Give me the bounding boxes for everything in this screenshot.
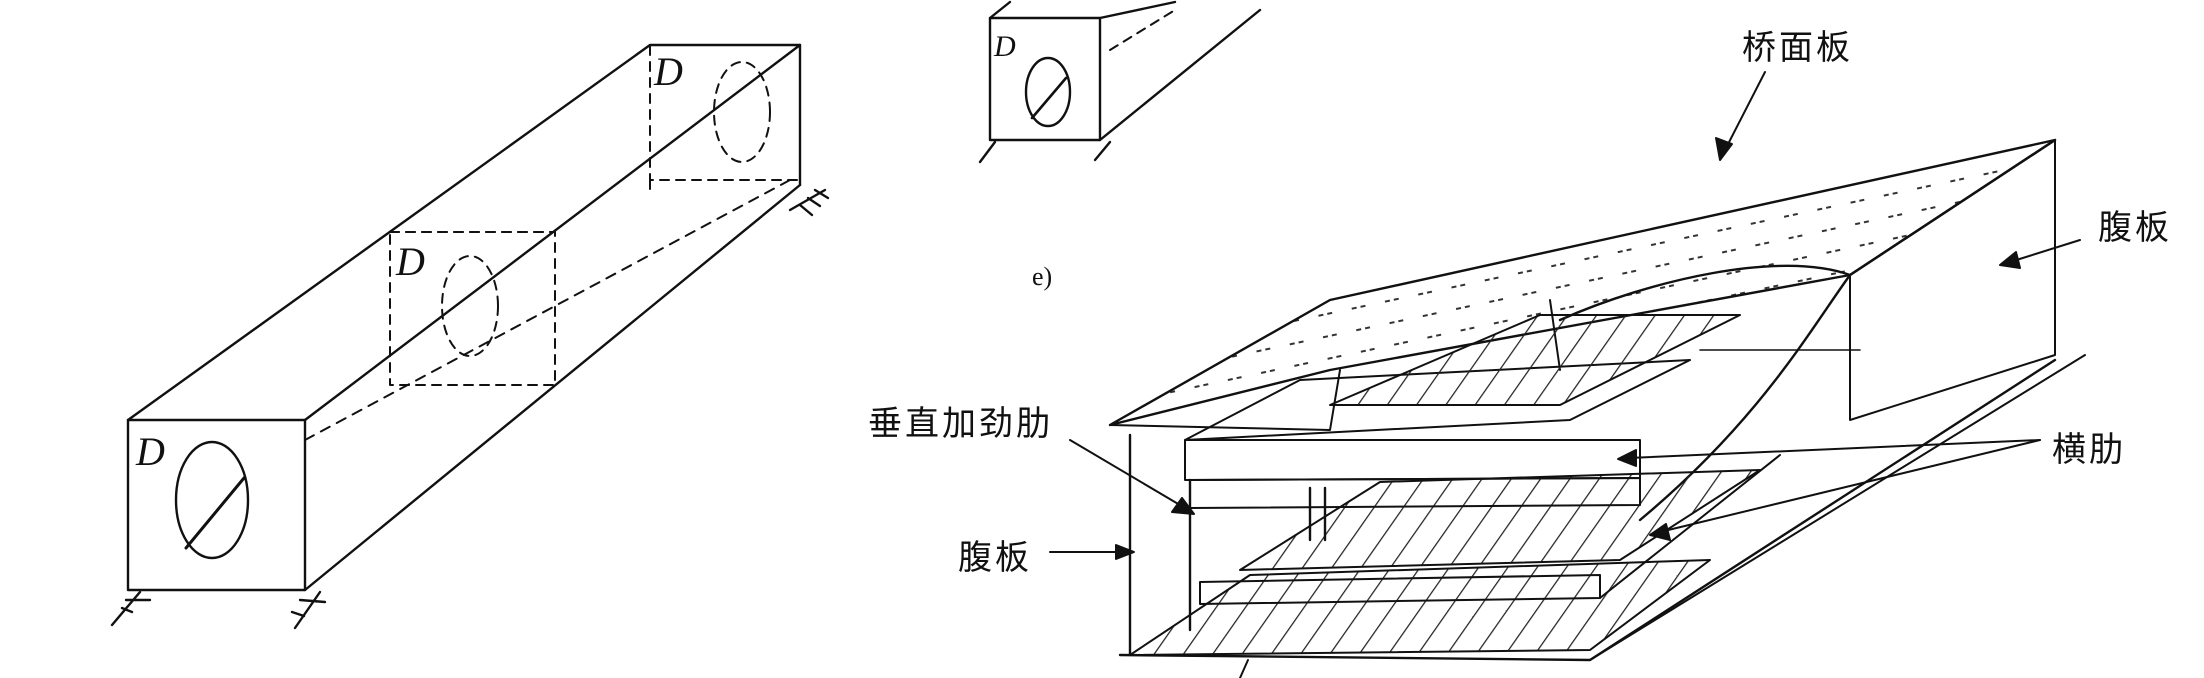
orthotropic-deck-drawing: [1108, 138, 2086, 678]
section-mark-small-box: D: [994, 30, 1016, 63]
subfigure-label: e): [1032, 262, 1053, 291]
support-left: [110, 590, 152, 627]
section-mark-near: D: [136, 429, 165, 474]
section-mark-mid: D: [396, 239, 425, 284]
bottom-ribs: [1129, 559, 1711, 656]
label-cross-rib: 横肋: [2052, 430, 2126, 470]
mid-section: [389, 231, 556, 386]
box-girder-drawing: [110, 43, 830, 630]
label-web-plate-right: 腹板: [2098, 208, 2172, 248]
small-box-drawing: [978, 0, 1262, 164]
upper-ribs: [1329, 314, 1741, 406]
girder-top-face: [126, 43, 802, 422]
middle-ribs: [1239, 469, 1761, 571]
support-right: [788, 188, 830, 217]
leader-lines: [1049, 71, 2081, 560]
label-vertical-stiffener: 垂直加劲肋: [868, 404, 1053, 444]
section-mark-far: D: [654, 49, 683, 94]
web-plate-right: [1849, 139, 2056, 421]
label-deck-plate: 桥面板: [1742, 28, 1853, 68]
girder-bottom-edge: [303, 183, 802, 592]
label-web-plate-left: 腹板: [958, 538, 1032, 578]
support-mid: [290, 590, 327, 630]
near-opening: [174, 440, 250, 560]
far-section: [649, 44, 801, 191]
